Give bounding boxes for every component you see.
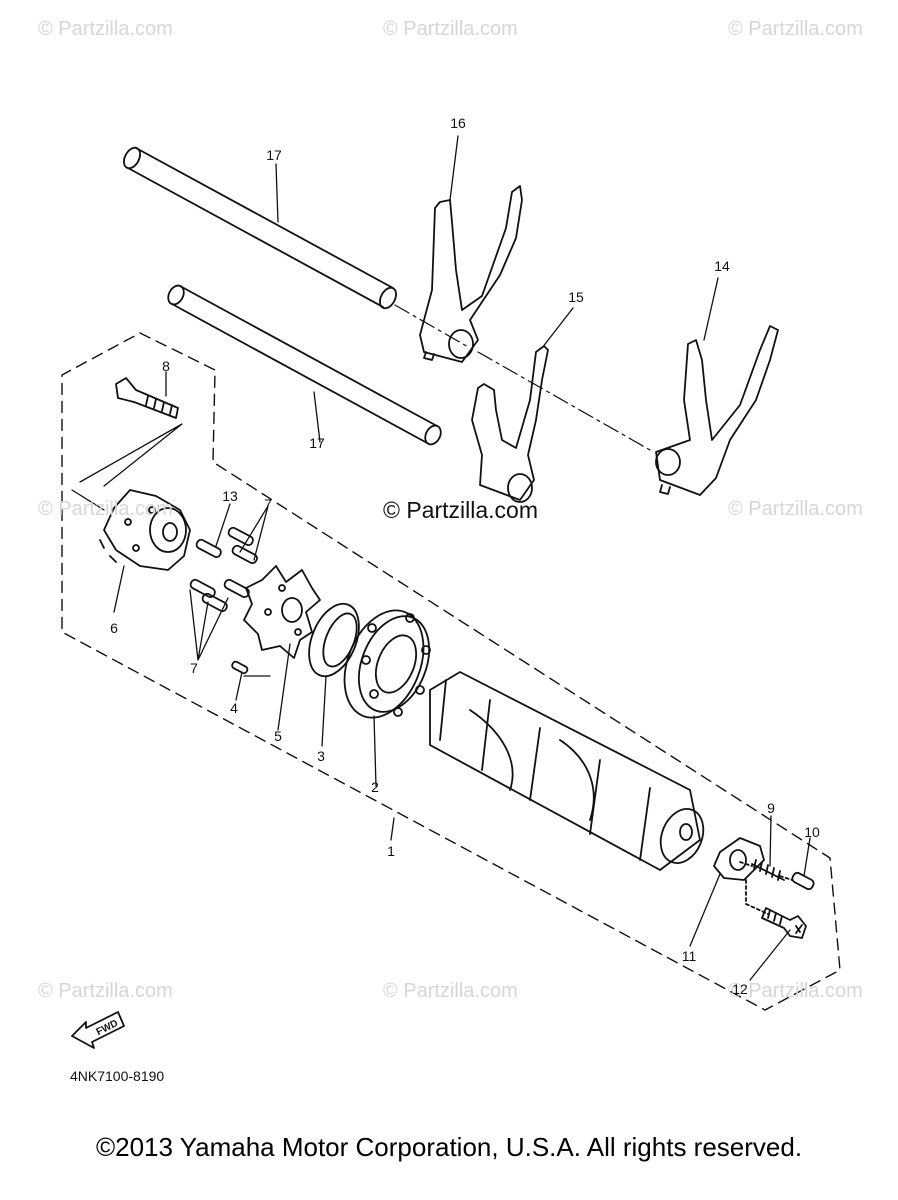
shift-fork-15 bbox=[471, 345, 549, 503]
watermark-bottom-left: © Partzilla.com bbox=[38, 980, 173, 1002]
callout-3: 3 bbox=[317, 748, 325, 764]
callout-2: 2 bbox=[371, 779, 379, 795]
watermark-mid-left: © Partzilla.com bbox=[38, 498, 173, 520]
watermark-bottom-right: © Partzilla.com bbox=[728, 980, 863, 1002]
pin-10 bbox=[779, 871, 815, 891]
callout-4: 4 bbox=[230, 700, 238, 716]
callout-8: 8 bbox=[162, 358, 170, 374]
shift-fork-shaft-upper bbox=[123, 146, 397, 310]
spring-9 bbox=[739, 859, 785, 881]
callout-15: 15 bbox=[568, 289, 584, 305]
copyright-notice: ©2013 Yamaha Motor Corporation, U.S.A. A… bbox=[95, 1132, 803, 1162]
callout-12: 12 bbox=[732, 981, 748, 997]
watermark-mid-right: © Partzilla.com bbox=[728, 498, 863, 520]
shift-drum bbox=[429, 671, 705, 871]
callout-17-upper: 17 bbox=[266, 147, 282, 163]
callout-14: 14 bbox=[714, 258, 730, 274]
watermark-top-right: © Partzilla.com bbox=[728, 18, 863, 40]
bearing-2 bbox=[343, 609, 431, 719]
assembly-boundary bbox=[61, 332, 841, 1011]
watermark-bottom-center: © Partzilla.com bbox=[383, 980, 518, 1002]
leader-lines bbox=[71, 135, 811, 981]
callout-11: 11 bbox=[681, 948, 697, 964]
shaft-axis-line bbox=[394, 304, 651, 451]
watermark-top-center: © Partzilla.com bbox=[383, 18, 518, 40]
pins bbox=[189, 526, 258, 675]
callout-7-lower: 7 bbox=[190, 660, 198, 676]
stopper-plate-11 bbox=[713, 837, 765, 881]
shift-cam-6 bbox=[99, 489, 191, 571]
screw-8 bbox=[115, 377, 179, 419]
shift-fork-shaft-lower bbox=[167, 284, 442, 446]
callout-6: 6 bbox=[110, 620, 118, 636]
callout-1: 1 bbox=[387, 843, 395, 859]
diagram-code: 4NK7100-8190 bbox=[70, 1068, 165, 1084]
callout-16: 16 bbox=[450, 115, 466, 131]
callout-5: 5 bbox=[274, 728, 282, 744]
segment-plate-5 bbox=[243, 565, 321, 659]
callout-7-upper: 7 bbox=[264, 496, 272, 512]
watermark-mid-center: © Partzilla.com bbox=[383, 497, 538, 523]
callout-17-lower: 17 bbox=[309, 435, 325, 451]
callout-10: 10 bbox=[804, 824, 820, 840]
watermark-top-left: © Partzilla.com bbox=[38, 18, 173, 40]
callout-9: 9 bbox=[767, 800, 775, 816]
callout-13: 13 bbox=[222, 488, 238, 504]
shift-fork-16 bbox=[419, 185, 523, 363]
screw-12 bbox=[745, 879, 807, 939]
fwd-arrow bbox=[71, 1011, 125, 1049]
shift-fork-14 bbox=[655, 325, 779, 496]
